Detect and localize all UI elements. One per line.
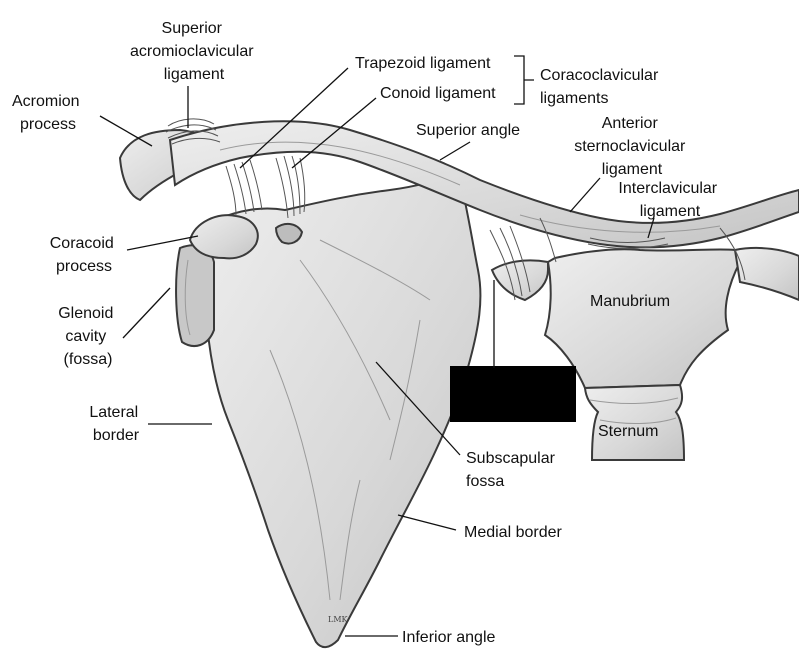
scapular-notch <box>274 222 304 245</box>
labels: Superior acromioclavicular ligament Trap… <box>12 20 721 646</box>
label-superior-acromioclavicular-ligament: Superior acromioclavicular ligament <box>130 20 258 83</box>
label-acromion-process: Acromion process <box>12 93 84 133</box>
label-lateral-border: Lateral border <box>89 404 142 444</box>
label-subscapular-fossa: Subscapular fossa <box>466 450 559 490</box>
conoid-ligament-fibers <box>275 155 306 219</box>
label-anterior-sternoclavicular-ligament: Anterior sternoclavicular ligament <box>574 115 690 178</box>
sternum-body-shape <box>583 383 686 461</box>
label-interclavicular-ligament: Interclavicular ligament <box>618 180 721 220</box>
leader-lines <box>99 55 655 637</box>
label-inferior-angle: Inferior angle <box>402 629 495 646</box>
clavicle-shape <box>168 120 799 249</box>
superior-acromioclavicular-ligament-fibers <box>165 118 221 145</box>
scapula-shape <box>203 170 482 648</box>
interclavicular-ligament-fibers <box>587 227 746 281</box>
ligaments <box>165 118 746 301</box>
artist-signature: LMK <box>328 615 349 624</box>
label-coracoclavicular-ligaments: Coracoclavicular ligaments <box>540 67 663 107</box>
glenoid-cavity-shape <box>175 244 215 347</box>
clavicle-bone <box>118 120 799 249</box>
sternum-bone <box>490 247 799 461</box>
label-glenoid-cavity: Glenoid cavity (fossa) <box>58 305 118 368</box>
first-rib-right <box>733 247 799 302</box>
label-coracoid-process: Coracoid process <box>50 235 118 275</box>
coracoid-process-shape <box>188 214 259 260</box>
anterior-sternoclavicular-ligament-fibers <box>489 217 557 301</box>
label-manubrium: Manubrium <box>590 293 670 310</box>
label-medial-border: Medial border <box>464 524 563 541</box>
label-trapezoid-ligament: Trapezoid ligament <box>355 55 491 72</box>
label-conoid-ligament: Conoid ligament <box>380 85 496 102</box>
label-sternum: Sternum <box>598 423 658 440</box>
manubrium-shape <box>543 248 742 390</box>
redaction-box <box>450 366 576 422</box>
first-rib-left <box>490 259 549 302</box>
scapula-bone: LMK <box>175 159 482 648</box>
label-superior-angle: Superior angle <box>416 122 520 139</box>
trapezoid-ligament-fibers <box>225 159 263 217</box>
